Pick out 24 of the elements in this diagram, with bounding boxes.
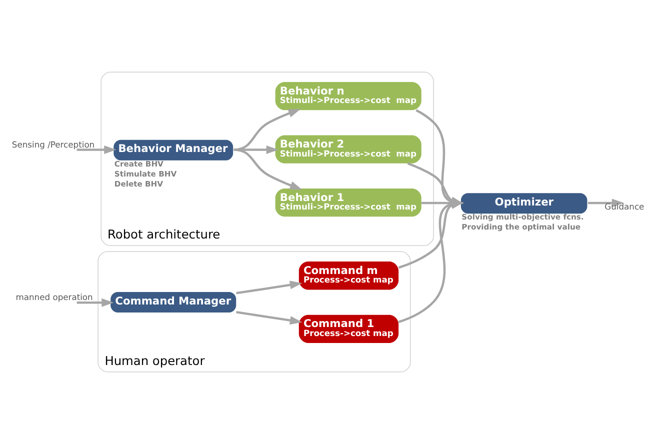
node-label: Stimulate BHV xyxy=(114,168,177,178)
node-box: Command m Process->cost map xyxy=(298,261,399,290)
node-box: Behavior 1 Stimuli->Process->cost map xyxy=(275,188,422,216)
arrow xyxy=(236,280,302,294)
edge-label: Guidance xyxy=(604,201,644,212)
edge-label: manned operation xyxy=(16,292,93,302)
node-box: Behavior 2 Stimuli->Process->cost map xyxy=(275,134,422,163)
node-label: Providing the optimal value xyxy=(462,222,581,232)
node-box: Command 1 Process->cost map xyxy=(298,314,399,342)
node-box: Behavior n Stimuli->Process->cost map xyxy=(275,82,422,110)
arrow xyxy=(588,198,624,207)
arrow xyxy=(234,108,301,150)
arrow xyxy=(76,144,116,154)
arrow xyxy=(236,310,302,324)
node-box: Command Manager xyxy=(110,292,236,312)
edge-label: Sensing /Perception xyxy=(12,138,95,149)
node-label: Create BHV xyxy=(114,158,164,168)
node-box: Behavior Manager xyxy=(114,139,234,160)
node-label: Delete BHV xyxy=(114,178,164,188)
node-box: Optimizer xyxy=(460,192,588,214)
arrow xyxy=(234,144,279,154)
arrow xyxy=(76,298,114,306)
node-label: Solving multi-objective fcns. xyxy=(462,212,584,222)
arrow xyxy=(234,148,302,190)
